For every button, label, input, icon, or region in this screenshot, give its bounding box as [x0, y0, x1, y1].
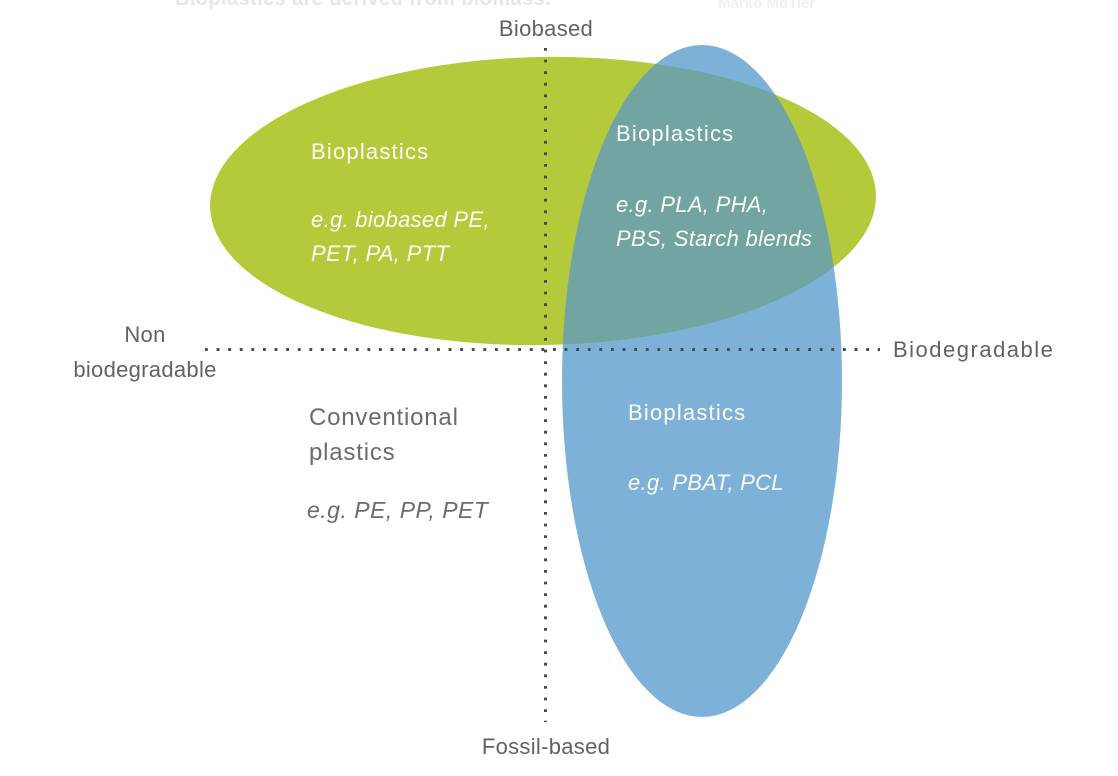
green-region-title: Bioplastics	[311, 139, 430, 164]
overlap-region-examples-line2: PBS, Starch blends	[616, 226, 813, 251]
axis-label-biodegradable: Biodegradable	[893, 337, 1055, 362]
blue-region-examples: e.g. PBAT, PCL	[628, 470, 784, 495]
conventional-plastics-title: Conventional plastics	[309, 400, 459, 470]
blue-region-title: Bioplastics	[628, 400, 747, 425]
axis-label-non-biodegradable: Non biodegradable	[40, 317, 250, 387]
axis-label-non-biodegradable-line1: Non	[124, 322, 166, 347]
conventional-plastics-title-line2: plastics	[309, 439, 396, 466]
overlap-region-title: Bioplastics	[616, 121, 735, 146]
watermark-text-left: Bioplastics are derived from biomass.	[175, 0, 595, 11]
overlap-region	[562, 51, 842, 351]
conventional-plastics-examples: e.g. PE, PP, PET	[307, 497, 489, 523]
green-region-examples-line2: PET, PA, PTT	[311, 241, 450, 266]
overlap-region-examples: e.g. PLA, PHA, PBS, Starch blends	[616, 188, 812, 256]
watermark-text-right: Marko MoTier	[718, 0, 816, 12]
axis-label-biobased: Biobased	[498, 16, 594, 41]
green-region-examples-line1: e.g. biobased PE,	[311, 207, 490, 232]
axis-label-non-biodegradable-line2: biodegradable	[73, 357, 217, 382]
overlap-region-examples-line1: e.g. PLA, PHA,	[616, 192, 769, 217]
conventional-plastics-title-line1: Conventional	[309, 404, 459, 431]
axis-label-fossil-based: Fossil-based	[481, 734, 611, 759]
green-region-examples: e.g. biobased PE, PET, PA, PTT	[311, 203, 490, 271]
